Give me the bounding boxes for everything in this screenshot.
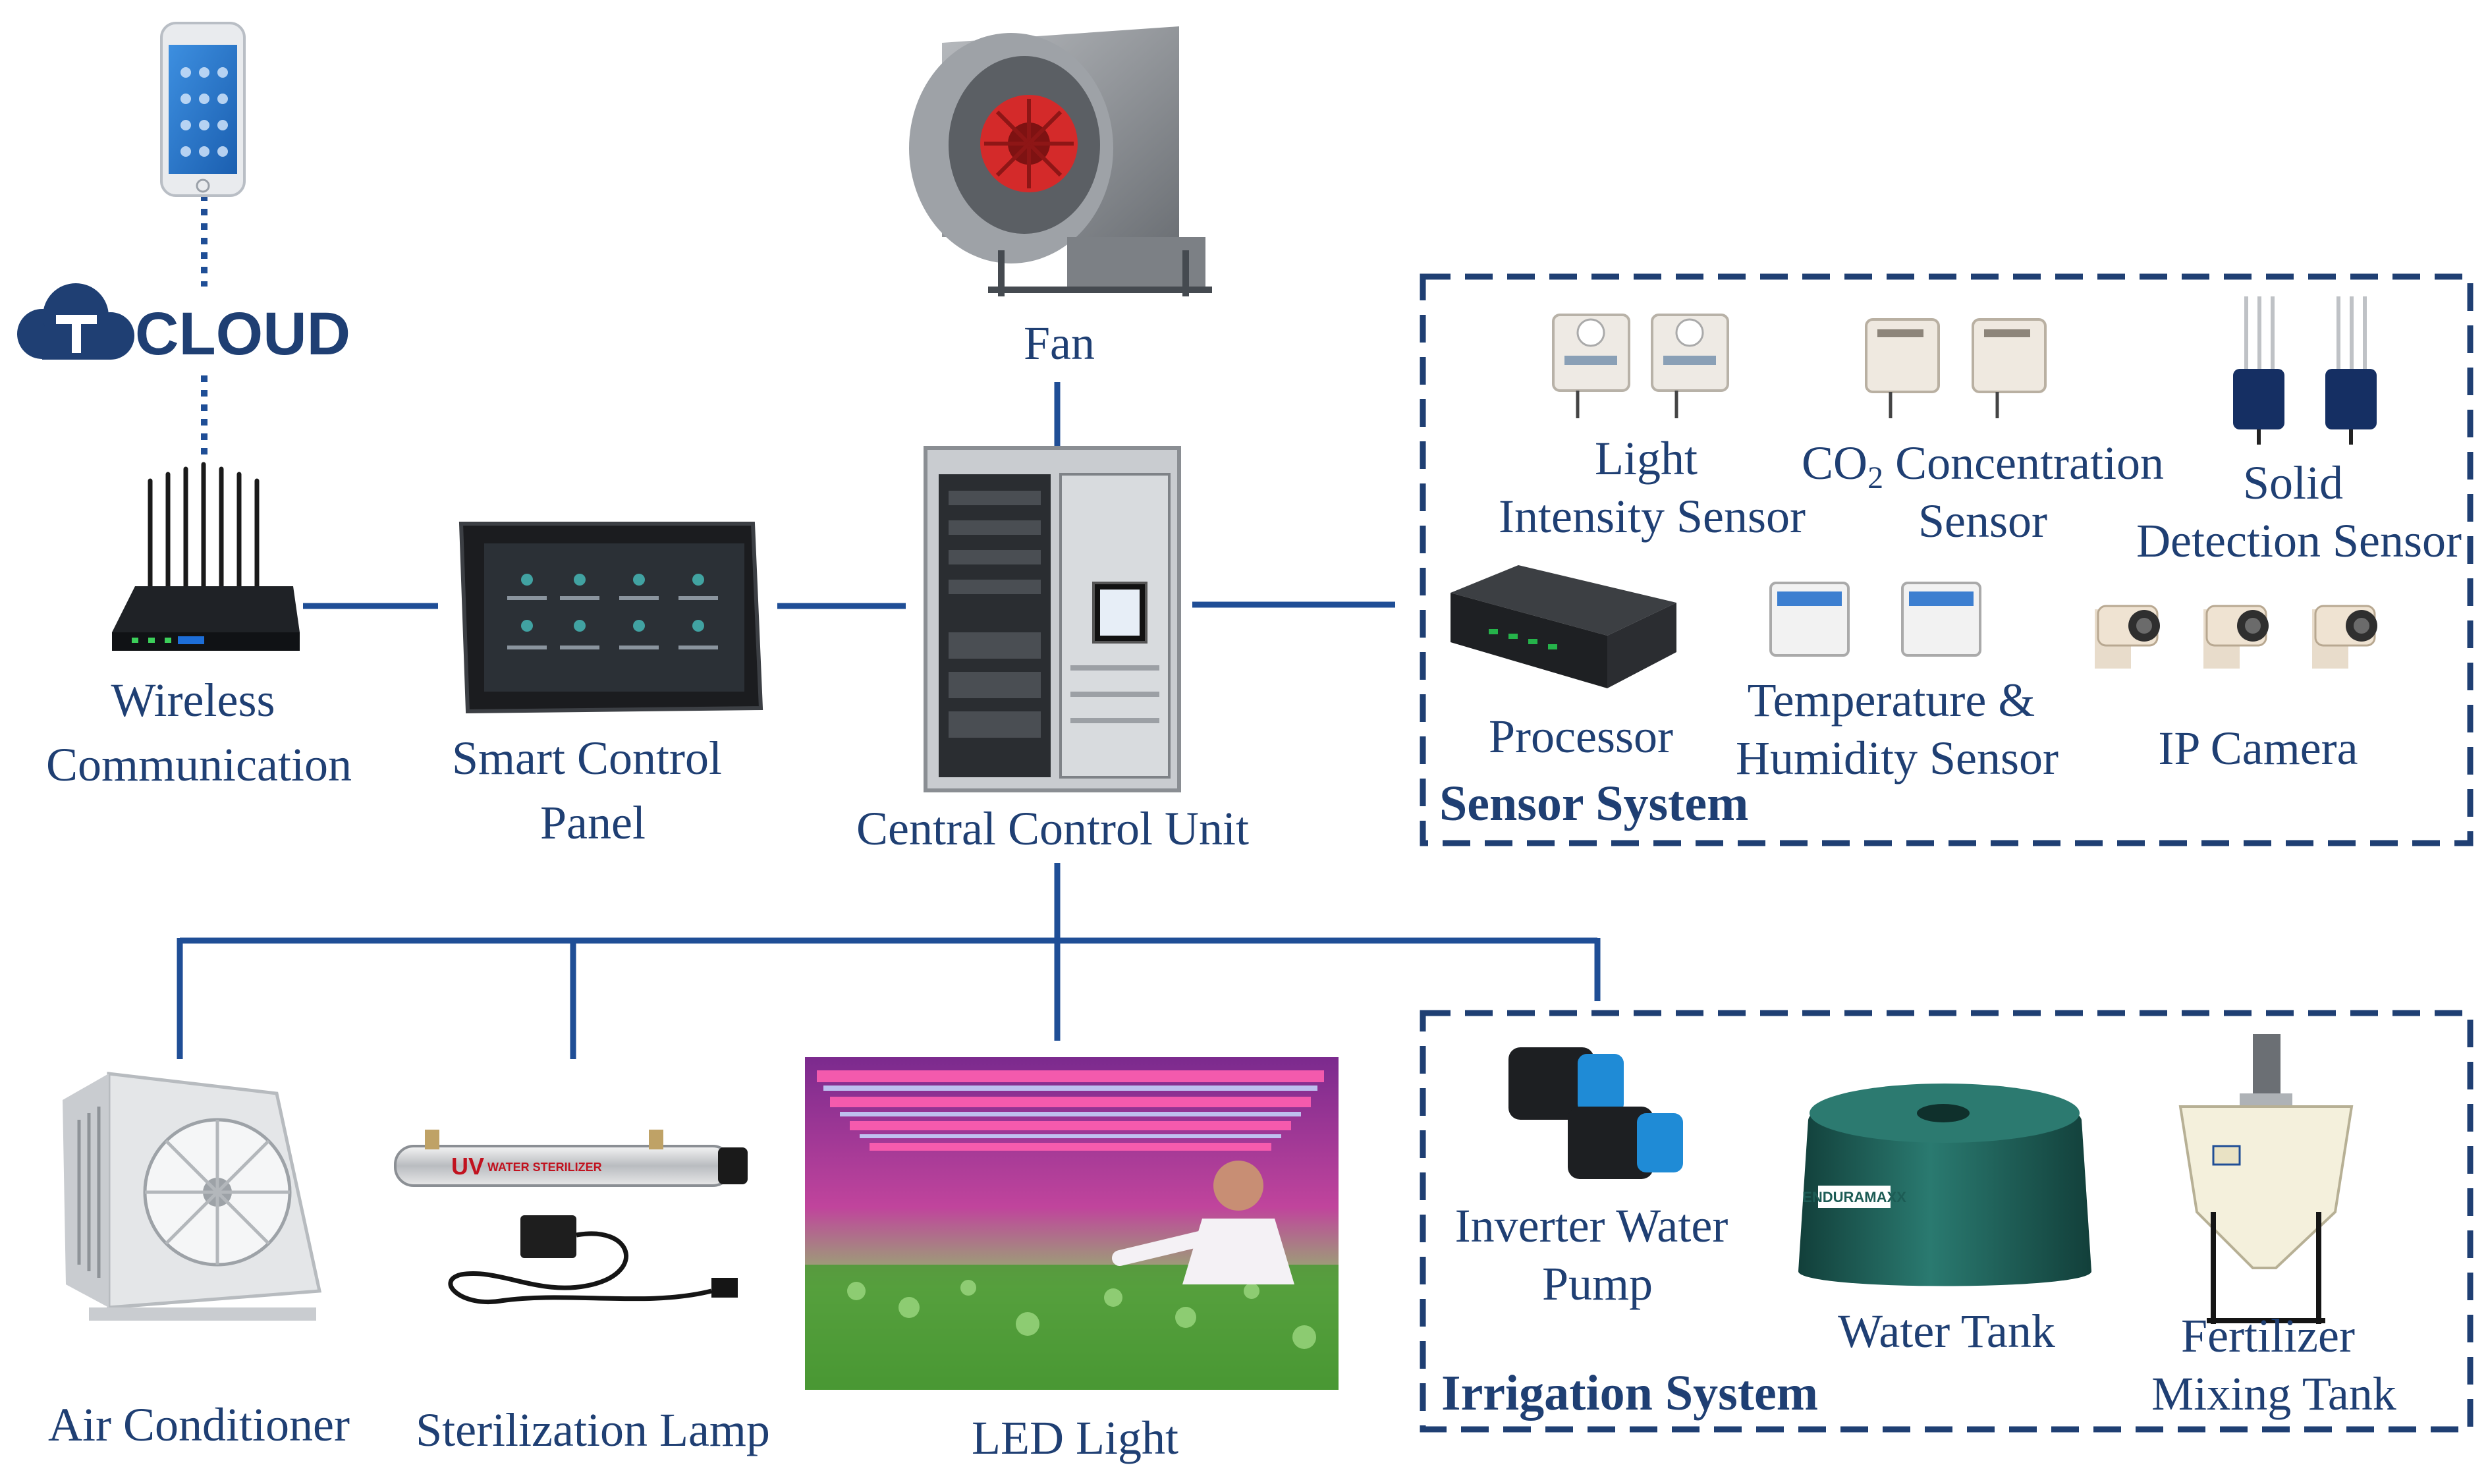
light-intensity-sensor-label: Light Intensity Sensor [1499, 432, 1806, 543]
temperature-humidity-sensor-label: Temperature & Humidity Sensor [1736, 674, 2059, 784]
smart-control-panel-icon [458, 522, 763, 714]
sensor-system-border [1420, 273, 2474, 846]
ip-camera-icon [2095, 605, 2377, 669]
sterilization-lamp-icon: UV WATER STERILIZER [394, 1130, 748, 1304]
fertilizer-mixing-tank-icon [2178, 1034, 2354, 1324]
inverter-water-pump-icon [1508, 1047, 1683, 1179]
inverter-water-pump-label: Inverter Water Pump [1455, 1199, 1740, 1310]
fertilizer-mixing-tank-label: Fertilizer Mixing Tank [2151, 1309, 2396, 1420]
co2-sensor-label-line1: CO2 Concentration [1802, 437, 2164, 495]
cloud-logo: CLOUD [17, 283, 350, 368]
fan-icon [909, 26, 1212, 296]
irrigation-system-border [1420, 1010, 2474, 1433]
connection-lines [177, 194, 1601, 1059]
processor-icon [1451, 565, 1676, 688]
sensor-system-title: Sensor System [1439, 776, 1748, 831]
sterilization-lamp-label: Sterilization Lamp [416, 1404, 770, 1456]
smart-control-panel-label: Smart Control Panel [452, 732, 734, 849]
processor-label: Processor [1489, 710, 1673, 763]
led-light-label: LED Light [972, 1412, 1178, 1464]
ip-camera-label: IP Camera [2158, 722, 2358, 775]
wireless-communication-label: Wireless Communication [46, 674, 352, 791]
water-tank-label: Water Tank [1838, 1305, 2055, 1358]
fan-label: Fan [1024, 317, 1095, 370]
sensor-system-group: Light Intensity Sensor CO2 Concentration… [1420, 273, 2474, 846]
solid-detection-sensor-label: Solid Detection Sensor [2136, 456, 2462, 567]
air-conditioner-label: Air Conditioner [48, 1398, 350, 1451]
uv-brand-text: UV [451, 1153, 484, 1180]
water-tank-icon: ENDURAMAXX [1798, 1084, 2091, 1286]
tank-brand-text: ENDURAMAXX [1802, 1189, 1906, 1205]
central-control-unit-label: Central Control Unit [856, 802, 1249, 855]
central-control-unit-icon [924, 446, 1181, 792]
smartphone-icon [160, 22, 246, 197]
temperature-humidity-sensor-icon [1769, 582, 1981, 657]
cloud-icon [17, 283, 134, 360]
uv-subtitle-text: WATER STERILIZER [487, 1161, 602, 1174]
led-light-icon [805, 1057, 1339, 1390]
co2-sensor-label-line2: Sensor [1918, 495, 2047, 547]
irrigation-system-title: Irrigation System [1441, 1365, 1818, 1421]
co2-sensor-icon [1865, 318, 2047, 418]
solid-detection-sensor-icon [2233, 296, 2377, 445]
light-intensity-sensor-icon [1552, 314, 1729, 418]
wireless-router-icon [112, 462, 300, 651]
cloud-label: CLOUD [135, 300, 350, 368]
air-conditioner-icon [63, 1072, 322, 1321]
irrigation-system-group: Inverter Water Pump ENDURAMAXX Water Tan… [1420, 1010, 2474, 1433]
